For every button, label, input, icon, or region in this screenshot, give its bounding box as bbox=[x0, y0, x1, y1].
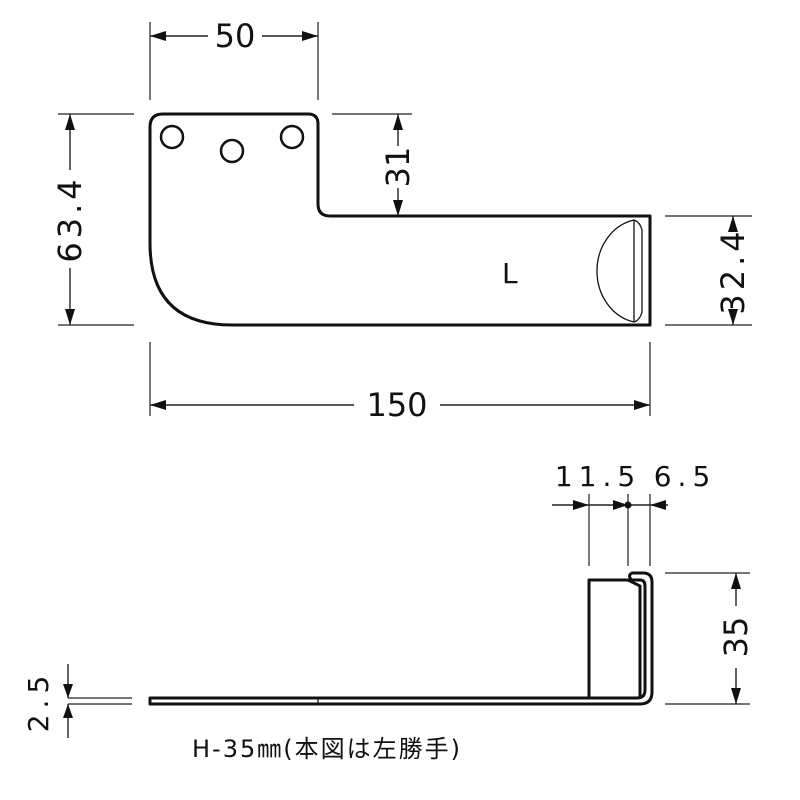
side-flange bbox=[587, 578, 642, 698]
label-overall-height: 63.4 bbox=[51, 175, 89, 262]
screw-holes bbox=[159, 124, 305, 164]
top-view: L 50 31 bbox=[51, 17, 752, 424]
dim-side-widths: 11.5 6.5 bbox=[552, 460, 717, 510]
side-view: 11.5 6.5 35 2.5 bbox=[22, 460, 755, 738]
side-base-plate bbox=[148, 571, 654, 706]
dim-notch-depth: 31 bbox=[379, 114, 417, 216]
screw-hole-2 bbox=[219, 138, 245, 164]
bracket-outline bbox=[148, 112, 652, 327]
dim-overall-height: 63.4 bbox=[51, 114, 89, 325]
label-side-height: 35 bbox=[717, 617, 755, 658]
label-thickness: 2.5 bbox=[22, 670, 55, 733]
label-side-width-a: 11.5 bbox=[555, 460, 641, 493]
dim-overall-length: 150 bbox=[150, 386, 650, 424]
dim-arm-height: 32.4 bbox=[714, 216, 752, 325]
label-side-width-b: 6.5 bbox=[654, 460, 717, 493]
end-lip bbox=[596, 219, 643, 323]
label-arm-height: 32.4 bbox=[714, 227, 752, 314]
dim-thickness: 2.5 bbox=[22, 664, 73, 738]
dim-side-height: 35 bbox=[717, 573, 755, 704]
label-overall-length: 150 bbox=[366, 386, 427, 424]
screw-hole-1 bbox=[159, 124, 185, 150]
part-mark: L bbox=[502, 257, 518, 290]
label-notch-depth: 31 bbox=[379, 147, 417, 188]
label-top-width: 50 bbox=[215, 17, 256, 55]
dim-top-width: 50 bbox=[150, 17, 318, 55]
screw-hole-3 bbox=[279, 124, 305, 150]
caption: H-35㎜(本図は左勝手) bbox=[192, 735, 462, 763]
